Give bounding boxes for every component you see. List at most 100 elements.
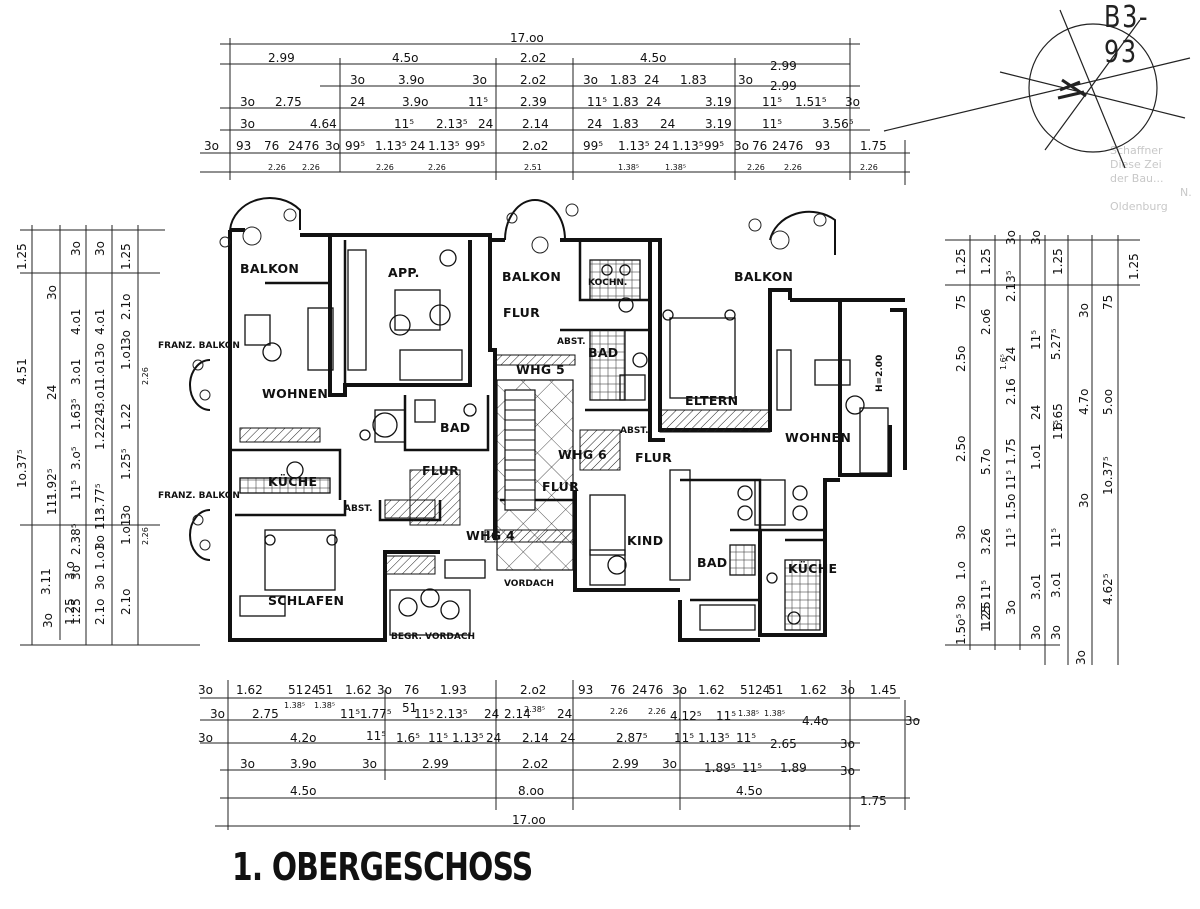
label-flur: FLUR (542, 479, 579, 494)
dim-top-label: 24 (772, 139, 787, 153)
label-bad: BAD (440, 420, 470, 435)
dim-bottom: 51 (402, 701, 417, 715)
dim-right: 3o (1029, 230, 1043, 245)
dim-bottom: 3o (240, 757, 255, 771)
label-begr-vordach: BEGR. VORDACH (391, 632, 475, 642)
dim-top-label: 11⁵ (394, 117, 414, 131)
label-whg5: WHG 5 (516, 362, 565, 377)
dim-right-sub: 1.6⁵ (999, 354, 1008, 370)
label-balkon: BALKON (502, 269, 561, 284)
dim-top-sub: 1.38⁵ (618, 163, 639, 172)
dim-bottom: 51 (768, 683, 783, 697)
dim-top-label: 3.19 (705, 95, 732, 109)
dim-top-sub: 2.26 (784, 163, 802, 172)
dim-bottom: 2.87⁵ (616, 731, 648, 745)
dim-right: 1.25 (1051, 248, 1065, 275)
dim-top-label: 3o (738, 73, 753, 87)
label-whg4: WHG 4 (466, 528, 515, 543)
top-dimension-lines (200, 38, 910, 185)
dim-top-sub: 2.26 (268, 163, 286, 172)
dim-top-label: 2.o2 (522, 139, 548, 153)
dim-top-label: 11⁵ (587, 95, 607, 109)
dim-right: 2.o6 (979, 309, 993, 335)
dim-left: 3o (119, 505, 133, 520)
dim-bottom: 3o (672, 683, 687, 697)
dim-right: 3o (1029, 625, 1043, 640)
dim-top-label: 24 (587, 117, 602, 131)
dim-left: 3.o⁵ (69, 446, 83, 470)
dim-bottom: 3o (198, 683, 213, 697)
balconies (189, 197, 836, 561)
dim-left: 3.11 (39, 568, 53, 595)
dim-left: 1.22 (93, 423, 107, 450)
dim-right: 11⁵ (1049, 528, 1063, 548)
dim-left: 11⁵ (93, 510, 107, 530)
dim-right: 11⁵ (1029, 330, 1043, 350)
dim-right: 3o (954, 595, 968, 610)
dim-bottom: 3o (210, 707, 225, 721)
dim-bottom: 11⁵ (742, 761, 762, 775)
dim-right: 3o (1049, 625, 1063, 640)
dim-right: 3o (1004, 230, 1018, 245)
dim-right: 2.5o (954, 436, 968, 462)
dim-top-label: 3o (845, 95, 860, 109)
dim-bottom: 2.38⁵ (524, 705, 545, 714)
dim-bottom: 24 (486, 731, 501, 745)
label-bad: BAD (697, 555, 727, 570)
faint-stamp-text: Schaffner Diese Zei der Bau... N. Oldenb… (1110, 144, 1192, 213)
dim-right: 3o (1077, 493, 1091, 508)
dim-bottom-sub: 2.26 (648, 707, 666, 716)
dim-top-label: 3o (350, 73, 365, 87)
dim-bottom: 4.5o (736, 784, 762, 798)
dim-bottom: 1.77⁵ (360, 707, 392, 721)
dim-right: 11⁵ (1004, 470, 1018, 490)
dim-top-label: 1.83 (612, 117, 639, 131)
dim-bottom: 1.13⁵ (698, 731, 730, 745)
dim-top-label: 1.83 (610, 73, 637, 87)
dim-top-label: 1.13⁵ (672, 139, 704, 153)
label-kuche: KÜCHE (788, 561, 837, 576)
dim-bottom: 4.5o (290, 784, 316, 798)
dim-top-label: 76 (752, 139, 767, 153)
dim-bottom: 8.oo (518, 784, 544, 798)
dim-bottom: 2.o2 (522, 757, 548, 771)
dim-left: 3o (41, 613, 55, 628)
dim-top-label: 3.56⁵ (822, 117, 854, 131)
label-abst: ABST. (620, 426, 649, 436)
dim-top-sub: 2.26 (860, 163, 878, 172)
dim-left: 3o (93, 241, 107, 256)
dim-bottom: 24 (484, 707, 499, 721)
dim-top-label: 24 (288, 139, 303, 153)
dim-left: 24 (93, 409, 107, 424)
dim-top-label: 76 (304, 139, 319, 153)
dim-left: 3o (69, 565, 83, 580)
dim-left: 2.1o (119, 589, 133, 615)
bottom-dimension-lines (200, 680, 920, 830)
dim-bottom: 3o (362, 757, 377, 771)
dim-bottom: 2.65 (770, 737, 797, 751)
dim-bottom: 4.2o (290, 731, 316, 745)
dim-right: 5.oo (1101, 389, 1115, 415)
dim-left: 1.25 (69, 598, 83, 625)
dim-top-label: 3o (734, 139, 749, 153)
dim-bottom: 1.89⁵ (704, 761, 736, 775)
label-franz-balkon: FRANZ. BALKON (158, 491, 240, 501)
dim-bottom: 4.4o (802, 714, 828, 728)
dim-left: 1.63⁵ (69, 398, 83, 430)
balcony-plants (192, 203, 827, 551)
right-dimensions: 1.25 75 2.5o 2.5o 3o 3o 1.o 1.5o⁵ 1.25 1… (954, 230, 1141, 665)
dim-bottom: 1.45 (870, 683, 897, 697)
left-dimension-lines (20, 225, 200, 646)
dim-bottom: 11⁵ (428, 731, 448, 745)
dim-top-label: 99⁵ (583, 139, 603, 153)
dim-left: 3o (69, 241, 83, 256)
dim-bottom: 76 (404, 683, 419, 697)
label-schlafen: SCHLAFEN (268, 593, 344, 608)
dim-top-label: 24 (478, 117, 493, 131)
dim-right: 6.65 (1051, 403, 1065, 430)
dim-bottom: 51 (740, 683, 755, 697)
dim-bottom: 2.75 (252, 707, 279, 721)
dim-bottom: 2.14 (522, 731, 549, 745)
dim-right: 24 (1029, 405, 1043, 420)
dim-top-label: 1.83 (680, 73, 707, 87)
